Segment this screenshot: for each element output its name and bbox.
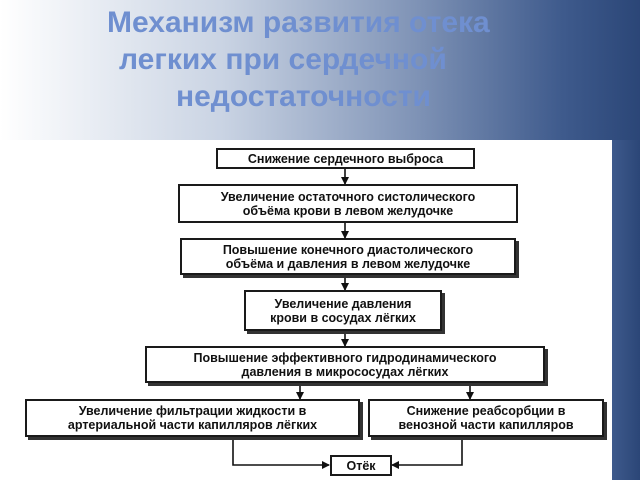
- node-reduced-reabsorption: Снижение реабсорбции в венозной части ка…: [368, 399, 604, 437]
- arrow-n6-n8: [232, 437, 330, 469]
- title-line-1: Механизм развития отека: [107, 6, 490, 39]
- node-end-diastolic-pressure: Повышение конечного диастолического объё…: [180, 238, 516, 275]
- node-hydrodynamic-pressure: Повышение эффективного гидродинамическог…: [145, 346, 545, 383]
- decorative-strip: [612, 140, 640, 480]
- title-line-2: легких при сердечной: [119, 43, 447, 76]
- node-increased-filtration: Увеличение фильтрации жидкости в артериа…: [25, 399, 360, 437]
- arrow-n7-n8: [391, 437, 463, 469]
- title-line-3: недостаточности: [176, 80, 431, 113]
- node-pulmonary-pressure: Увеличение давления крови в сосудах лёгк…: [244, 290, 442, 331]
- node-residual-systolic-volume: Увеличение остаточного систолического об…: [178, 184, 518, 223]
- node-reduced-cardiac-output: Снижение сердечного выброса: [216, 148, 475, 169]
- node-edema: Отёк: [330, 455, 392, 476]
